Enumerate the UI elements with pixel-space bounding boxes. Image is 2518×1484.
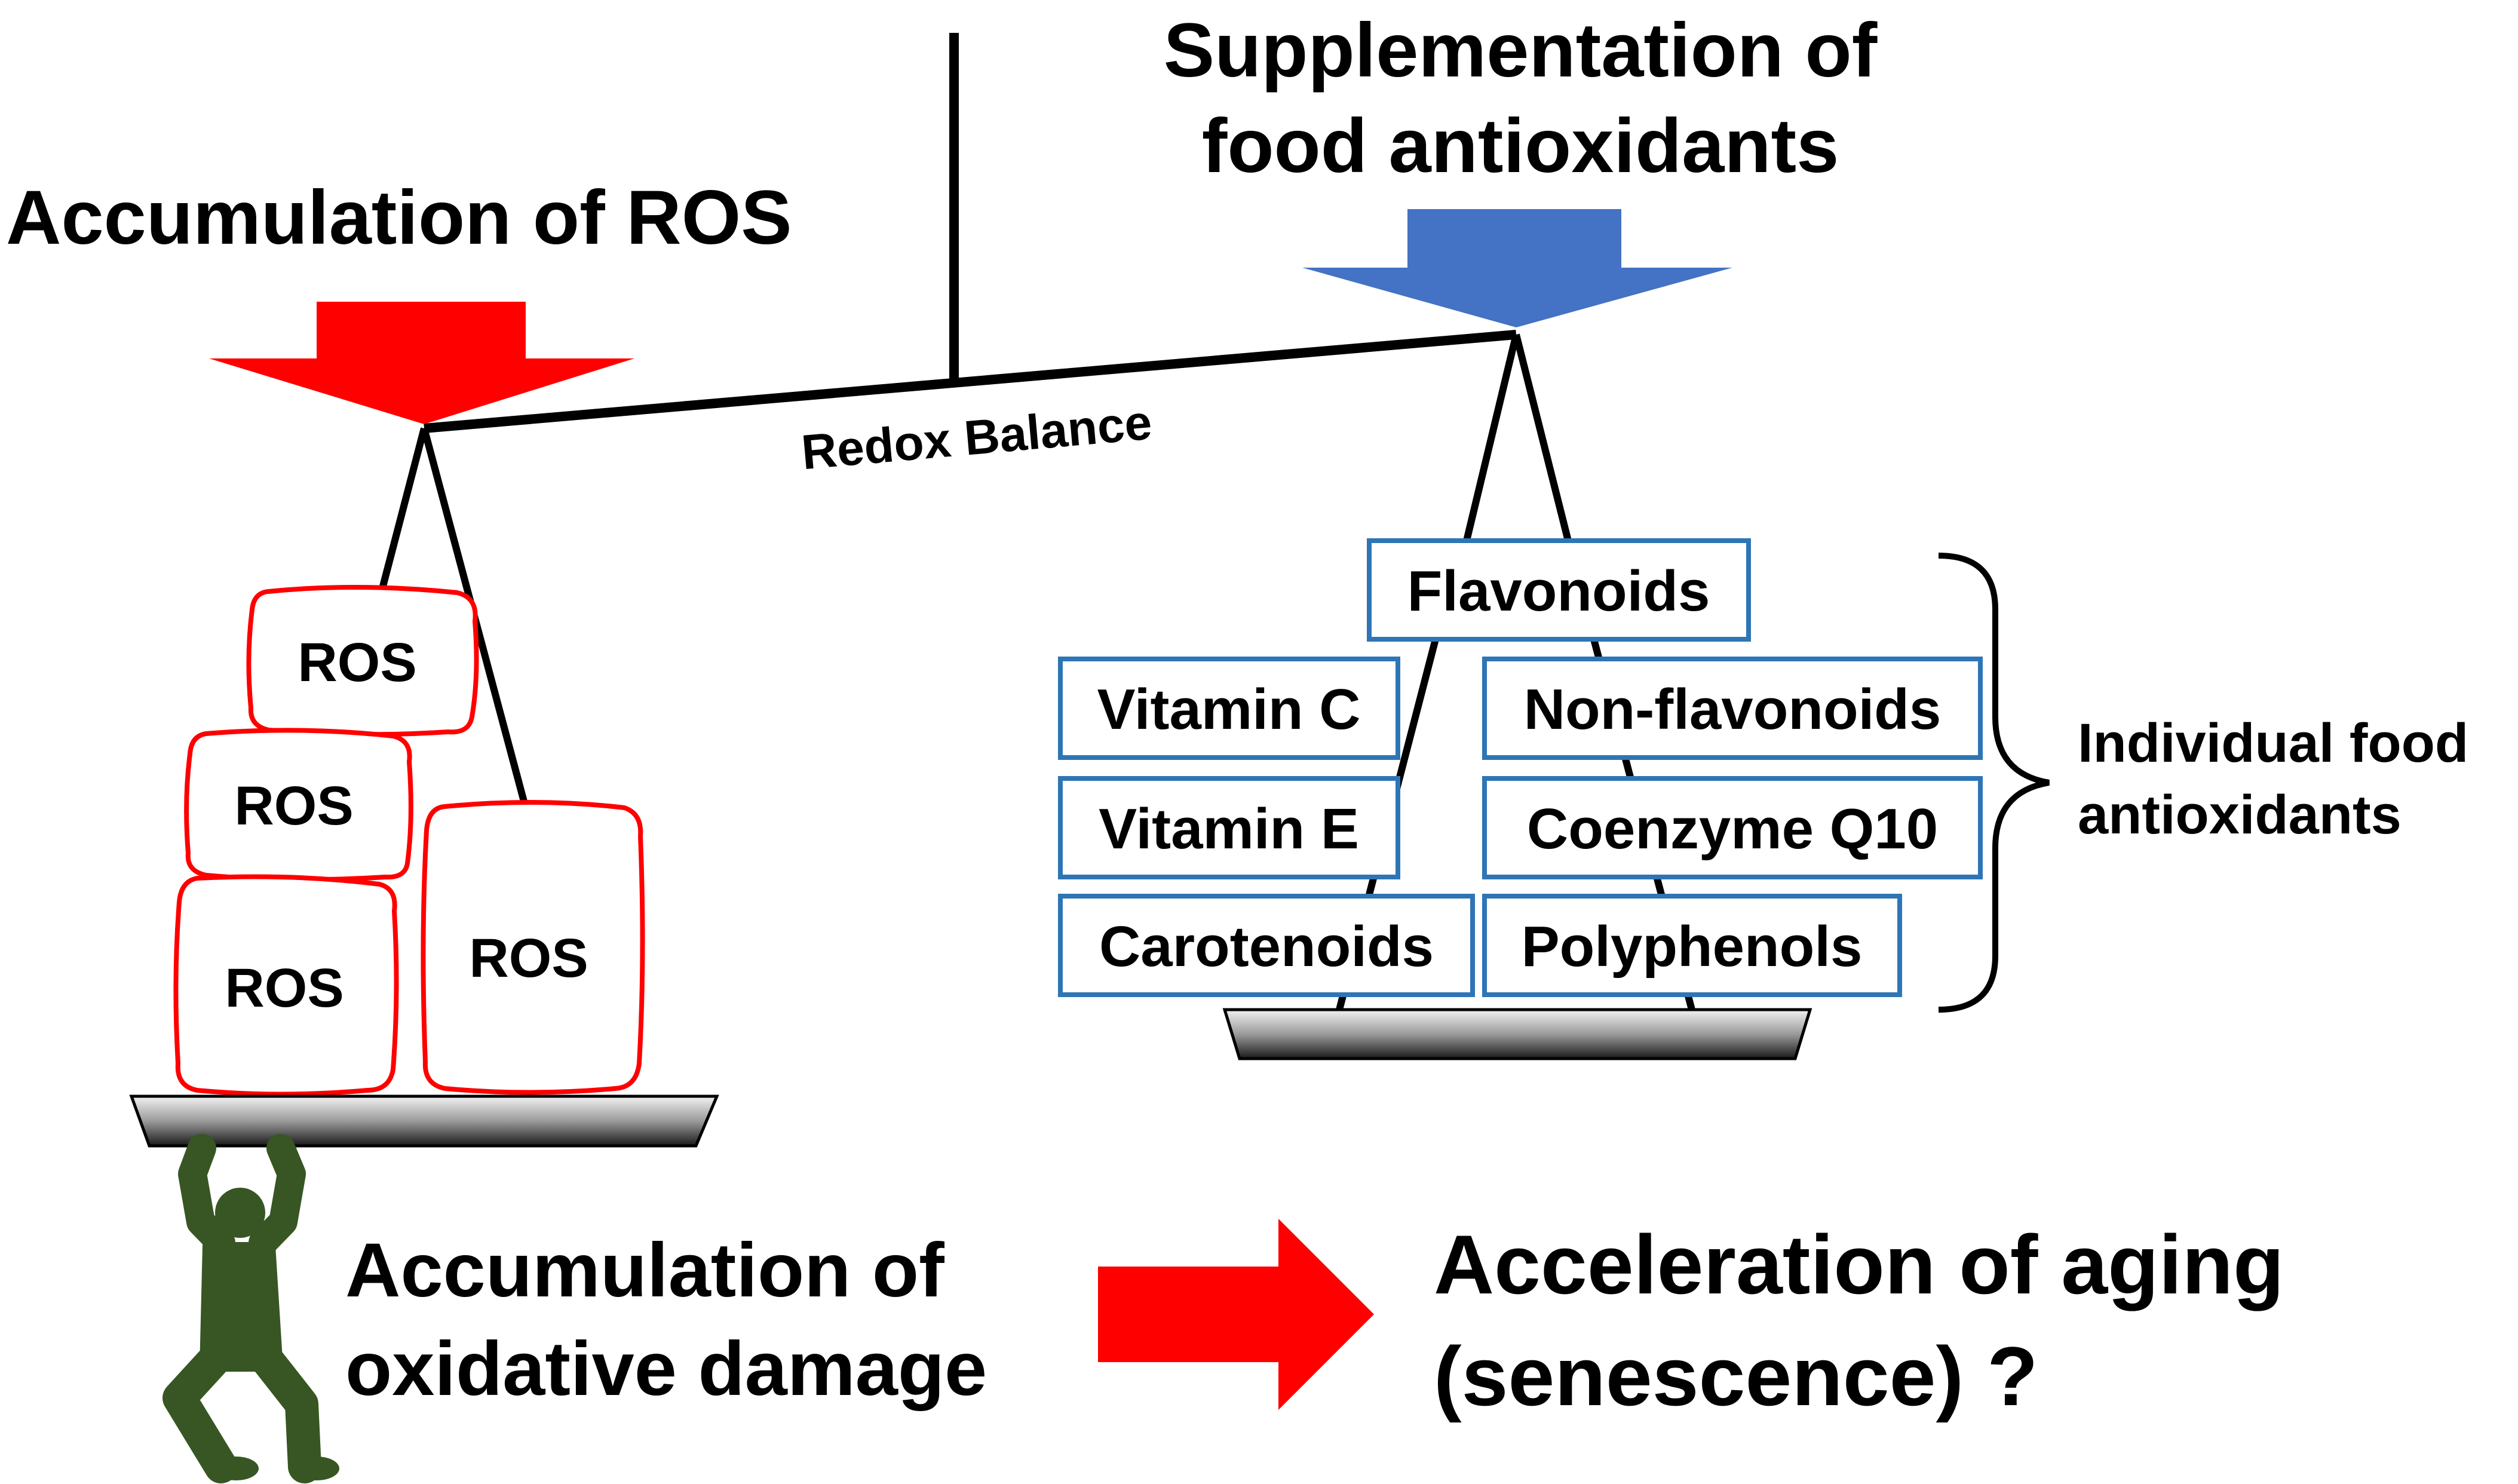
svg-text:Coenzyme Q10: Coenzyme Q10	[1527, 797, 1938, 861]
ros-box: ROS	[173, 874, 399, 1097]
ros-box: ROS	[184, 728, 413, 882]
left-pan-string	[379, 427, 428, 590]
red-down-arrow-icon	[209, 302, 634, 424]
svg-text:ROS: ROS	[469, 928, 588, 989]
svg-text:ROS: ROS	[234, 775, 353, 836]
svg-text:Non-flavonoids: Non-flavonoids	[1524, 677, 1942, 741]
curly-brace-icon	[1938, 553, 2050, 1013]
antioxidant-box-flavonoids: Flavonoids	[1367, 538, 1751, 642]
svg-text:ROS: ROS	[298, 632, 416, 693]
aging-line1: Acceleration of aging	[1434, 1218, 2284, 1311]
antioxidant-box-non-flavonoids: Non-flavonoids	[1482, 657, 1983, 760]
antioxidant-box-coenzyme-q10: Coenzyme Q10	[1482, 776, 1983, 879]
damage-line2: oxidative damage	[345, 1326, 987, 1412]
svg-text:Polyphenols: Polyphenols	[1522, 915, 1863, 979]
right-pan-string	[1463, 333, 1520, 542]
ros-box: ROS	[246, 584, 479, 737]
antioxidant-box-vitamin-e: Vitamin E	[1058, 776, 1400, 879]
svg-text:Flavonoids: Flavonoids	[1407, 559, 1710, 623]
supplement-heading-line1: Supplementation of	[1164, 8, 1878, 93]
scale-beam	[424, 330, 1517, 433]
blue-down-arrow-icon	[1302, 209, 1732, 327]
person-lifting-icon	[162, 1134, 339, 1483]
supplement-heading-line2: food antioxidants	[1202, 103, 1839, 189]
antioxidant-box-vitamin-c: Vitamin C	[1058, 657, 1400, 760]
svg-text:Carotenoids: Carotenoids	[1099, 915, 1434, 979]
right-pan-string	[1513, 333, 1572, 542]
ros-heading: Accumulation of ROS	[6, 175, 792, 260]
aging-line2: (senescence) ?	[1434, 1329, 2038, 1423]
bracket-label-line1: Individual food	[2078, 713, 2468, 774]
right-scale-pan	[1222, 1008, 1812, 1060]
svg-text:Vitamin C: Vitamin C	[1097, 677, 1361, 741]
antioxidant-box-carotenoids: Carotenoids	[1058, 894, 1475, 997]
svg-text:ROS: ROS	[225, 958, 343, 1019]
ros-box: ROS	[421, 799, 645, 1095]
bracket-label-line2: antioxidants	[2078, 784, 2402, 845]
antioxidant-box-polyphenols: Polyphenols	[1482, 894, 1902, 997]
redox-balance-label: Redox Balance	[799, 395, 1154, 480]
left-scale-pan	[129, 1094, 719, 1148]
svg-text:Vitamin E: Vitamin E	[1099, 797, 1359, 861]
damage-line1: Accumulation of	[345, 1228, 944, 1313]
red-right-arrow-icon	[1098, 1219, 1374, 1410]
